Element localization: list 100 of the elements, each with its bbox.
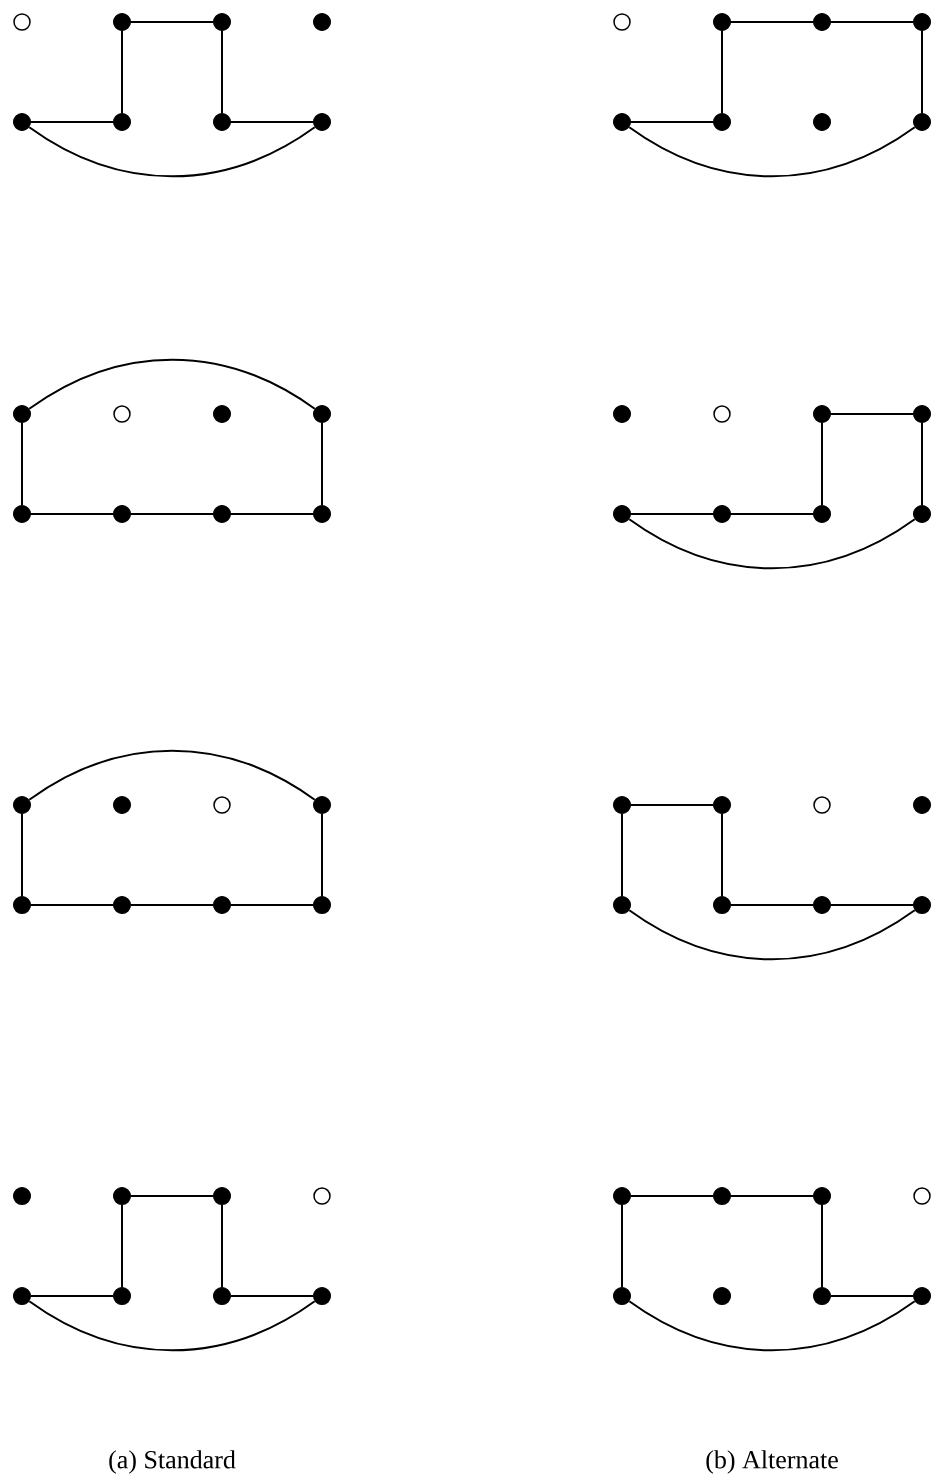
filled-dot <box>813 1187 831 1205</box>
connector-line <box>730 904 814 906</box>
connector-line <box>121 30 123 114</box>
filled-dot <box>813 13 831 31</box>
open-dot <box>213 796 231 814</box>
filled-dot <box>213 1287 231 1305</box>
filled-dot <box>713 113 731 131</box>
connector-line <box>621 1204 623 1288</box>
filled-dot <box>113 505 131 523</box>
filled-dot <box>13 896 31 914</box>
open-dot <box>613 13 631 31</box>
filled-dot <box>13 1187 31 1205</box>
connector-line <box>628 518 916 570</box>
connector-line <box>130 21 214 23</box>
connector-line <box>221 1204 223 1288</box>
connector-line <box>721 30 723 114</box>
open-dot <box>813 796 831 814</box>
connector-line <box>230 904 314 906</box>
filled-dot <box>613 405 631 423</box>
connector-line <box>821 1204 823 1288</box>
connector-line <box>28 1300 316 1352</box>
filled-dot <box>313 505 331 523</box>
filled-dot <box>613 1187 631 1205</box>
connector-line <box>830 413 914 415</box>
connector-line <box>621 813 623 897</box>
filled-dot <box>913 13 931 31</box>
filled-dot <box>913 1287 931 1305</box>
filled-dot <box>13 405 31 423</box>
filled-dot <box>313 896 331 914</box>
filled-dot <box>813 1287 831 1305</box>
filled-dot <box>813 505 831 523</box>
filled-dot <box>913 405 931 423</box>
connector-line <box>30 513 114 515</box>
filled-dot <box>213 505 231 523</box>
connector-line <box>628 126 916 178</box>
filled-dot <box>613 505 631 523</box>
connector-line <box>221 30 223 114</box>
connector-line <box>830 1295 914 1297</box>
connector-line <box>28 358 316 410</box>
filled-dot <box>13 505 31 523</box>
connector-line <box>730 513 814 515</box>
connector-line <box>130 513 214 515</box>
filled-dot <box>13 1287 31 1305</box>
open-dot <box>713 405 731 423</box>
filled-dot <box>713 505 731 523</box>
connector-line <box>630 513 714 515</box>
filled-dot <box>613 113 631 131</box>
filled-dot <box>913 505 931 523</box>
connector-line <box>730 21 814 23</box>
connector-line <box>628 909 916 961</box>
connector-line <box>721 813 723 897</box>
filled-dot <box>713 13 731 31</box>
filled-dot <box>813 405 831 423</box>
filled-dot <box>713 1287 731 1305</box>
filled-dot <box>713 896 731 914</box>
connector-line <box>30 1295 114 1297</box>
connector-line <box>630 804 714 806</box>
filled-dot <box>13 796 31 814</box>
open-dot <box>913 1187 931 1205</box>
filled-dot <box>313 405 331 423</box>
connector-line <box>821 422 823 506</box>
filled-dot <box>13 113 31 131</box>
subfigure-caption: (b) Alternate <box>706 1450 838 1474</box>
connector-line <box>630 1195 714 1197</box>
filled-dot <box>713 796 731 814</box>
filled-dot <box>213 1187 231 1205</box>
connector-line <box>30 904 114 906</box>
filled-dot <box>213 13 231 31</box>
connector-line <box>730 1195 814 1197</box>
connector-line <box>230 1295 314 1297</box>
open-dot <box>113 405 131 423</box>
filled-dot <box>313 13 331 31</box>
connector-line <box>628 1300 916 1352</box>
filled-dot <box>613 796 631 814</box>
connector-line <box>830 904 914 906</box>
filled-dot <box>813 113 831 131</box>
connector-line <box>130 1195 214 1197</box>
connector-line <box>130 904 214 906</box>
connector-line <box>321 813 323 897</box>
open-dot <box>13 13 31 31</box>
connector-line <box>28 749 316 801</box>
connector-line <box>921 30 923 114</box>
filled-dot <box>313 113 331 131</box>
filled-dot <box>313 796 331 814</box>
filled-dot <box>113 113 131 131</box>
filled-dot <box>213 896 231 914</box>
connector-line <box>921 422 923 506</box>
connector-line <box>630 121 714 123</box>
filled-dot <box>113 896 131 914</box>
connector-line <box>121 1204 123 1288</box>
connector-line <box>21 422 23 506</box>
filled-dot <box>313 1287 331 1305</box>
open-dot <box>313 1187 331 1205</box>
filled-dot <box>113 1287 131 1305</box>
filled-dot <box>113 796 131 814</box>
connector-line <box>28 126 316 178</box>
filled-dot <box>213 113 231 131</box>
connector-line <box>21 813 23 897</box>
filled-dot <box>113 13 131 31</box>
connector-line <box>230 513 314 515</box>
